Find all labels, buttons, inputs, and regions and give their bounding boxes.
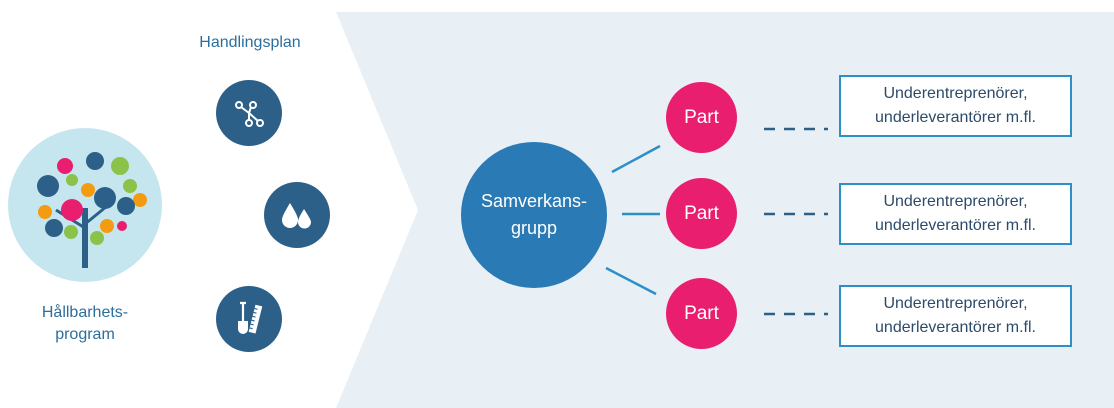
- box-line1: Underentreprenörer,: [883, 193, 1028, 210]
- box-line2: underleverantörer m.fl.: [875, 109, 1036, 126]
- hub-connector-3: [605, 266, 657, 296]
- network-icon-circle: [216, 80, 282, 146]
- network-icon: [235, 101, 264, 127]
- tree-label: Hållbarhets- program: [10, 302, 160, 346]
- hub-line1: Samverkans-: [480, 191, 588, 211]
- plan-label: Handlingsplan: [199, 34, 301, 51]
- box-line1: Underentreprenörer,: [883, 295, 1028, 312]
- box-line2: underleverantörer m.fl.: [875, 319, 1036, 336]
- tree-icon: [37, 152, 147, 268]
- shovel-ruler-icon-circle: [216, 286, 282, 352]
- drops-icon: [282, 203, 311, 229]
- part-circle-2: Part: [666, 178, 737, 249]
- box-line2: underleverantörer m.fl.: [875, 217, 1036, 234]
- tree-illustration: [8, 128, 162, 282]
- shovel-ruler-icon: [238, 301, 263, 334]
- subcontractor-box-1: Underentreprenörer, underleverantörer m.…: [839, 75, 1072, 137]
- tree-label-line1: Hållbarhets-: [41, 304, 129, 321]
- tree-label-line2: program: [55, 326, 115, 343]
- box-line1: Underentreprenörer,: [883, 85, 1028, 102]
- subcontractor-box-3: Underentreprenörer, underleverantörer m.…: [839, 285, 1072, 347]
- hub-connector-1: [611, 144, 661, 174]
- part-circle-1: Part: [666, 82, 737, 153]
- hub-circle: Samverkans- grupp: [461, 142, 607, 288]
- subcontractor-box-2: Underentreprenörer, underleverantörer m.…: [839, 183, 1072, 245]
- part-circle-3: Part: [666, 278, 737, 349]
- hub-line2: grupp: [510, 218, 558, 238]
- drops-icon-circle: [264, 182, 330, 248]
